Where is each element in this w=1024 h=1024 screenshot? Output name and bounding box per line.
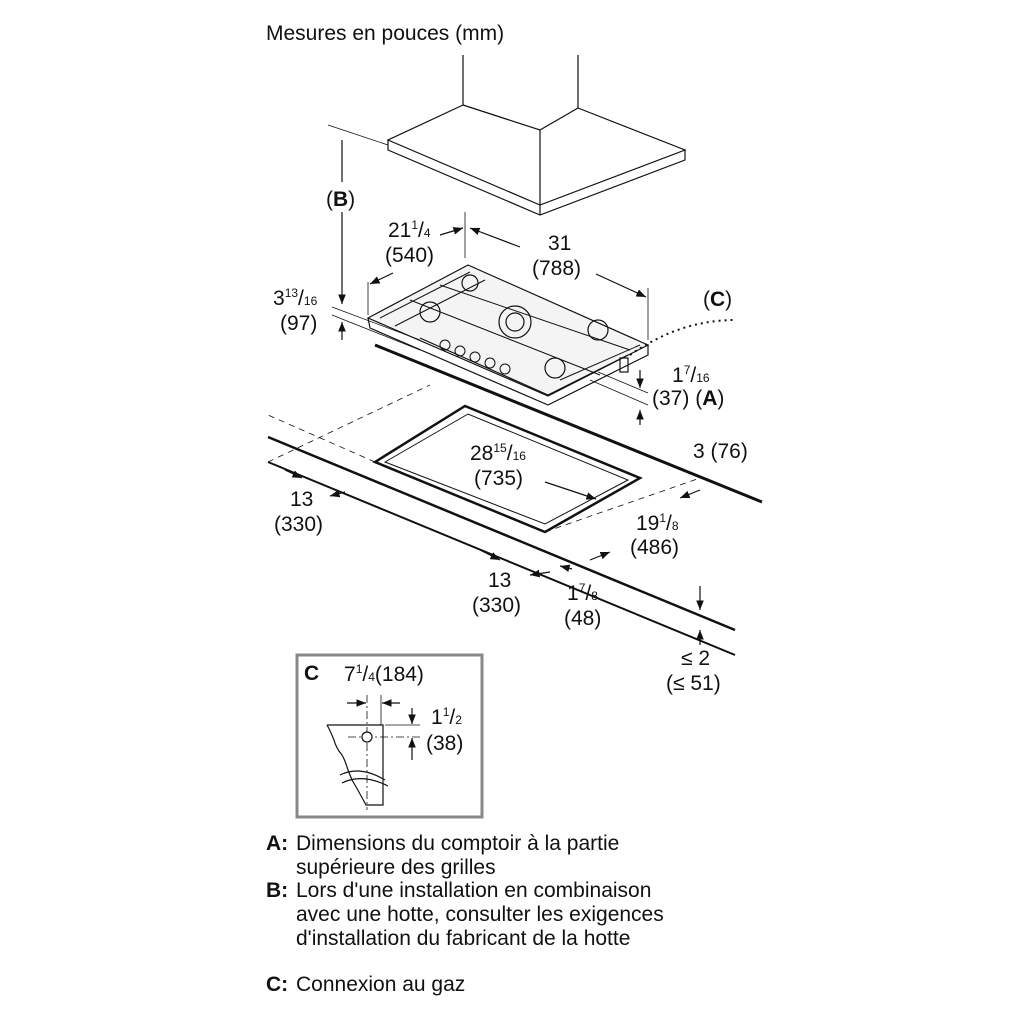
- detail-height-dim-mm: (38): [426, 732, 463, 755]
- label-b-paren: (B): [326, 188, 355, 211]
- legend-key: A:: [266, 832, 289, 855]
- side-left-dim: 13: [290, 488, 313, 511]
- side-front-dim-mm: (330): [472, 594, 521, 617]
- legend-line: Connexion au gaz: [296, 973, 466, 996]
- label-c-paren: (C): [703, 288, 732, 311]
- cooktop: [366, 264, 650, 406]
- height-dim: 313/16: [273, 286, 318, 310]
- legend-line: Dimensions du comptoir à la partie: [296, 832, 620, 855]
- legend-key: B:: [266, 879, 289, 902]
- cutout-depth-dim-mm: (486): [630, 536, 679, 559]
- legend-line: Lors d'une installation en combinaison: [296, 879, 652, 902]
- depth-dim: 211/4: [388, 218, 431, 242]
- legend-line: avec une hotte, consulter les exigences: [296, 903, 664, 926]
- front-edge-dim: 17/8: [567, 581, 598, 605]
- legend-b: B: Lors d'une installation en combinaison…: [266, 879, 664, 951]
- counter-thickness-dim-mm: (≤ 51): [666, 672, 721, 695]
- detail-c-box: C 71/4(184) 11/2 (38): [295, 653, 484, 819]
- height-dim-mm: (97): [280, 312, 317, 335]
- counter-thickness-dim: ≤ 2: [681, 647, 710, 670]
- legend-key: C:: [266, 973, 289, 996]
- legend-line: d'installation du fabricant de la hotte: [296, 927, 631, 950]
- detail-height-dim: 11/2: [431, 705, 462, 729]
- cutout-depth-dim: 191/8: [636, 511, 679, 535]
- detail-key: C: [304, 662, 319, 685]
- width-dim-mm: (788): [532, 257, 581, 280]
- countertop: [267, 343, 763, 656]
- legend-c: C: Connexion au gaz: [266, 973, 465, 997]
- legend-line: supérieure des grilles: [296, 856, 496, 879]
- back-clearance-dim: 3 (76): [693, 440, 748, 463]
- cutout-width-dim-mm: (735): [474, 467, 523, 490]
- depth-dim-mm: (540): [385, 244, 434, 267]
- side-front-dim: 13: [488, 569, 511, 592]
- front-edge-dim-mm: (48): [564, 607, 601, 630]
- side-left-dim-mm: (330): [274, 513, 323, 536]
- above-counter-dim: 17/16: [672, 363, 710, 387]
- width-dim: 31: [548, 232, 571, 255]
- above-counter-dim-mm: (37) (A): [652, 387, 724, 410]
- cutout-width-dim: 2815/16: [470, 441, 526, 465]
- range-hood: [386, 55, 687, 216]
- page-title: Mesures en pouces (mm): [266, 22, 505, 45]
- detail-width-dim: 71/4(184): [344, 662, 424, 686]
